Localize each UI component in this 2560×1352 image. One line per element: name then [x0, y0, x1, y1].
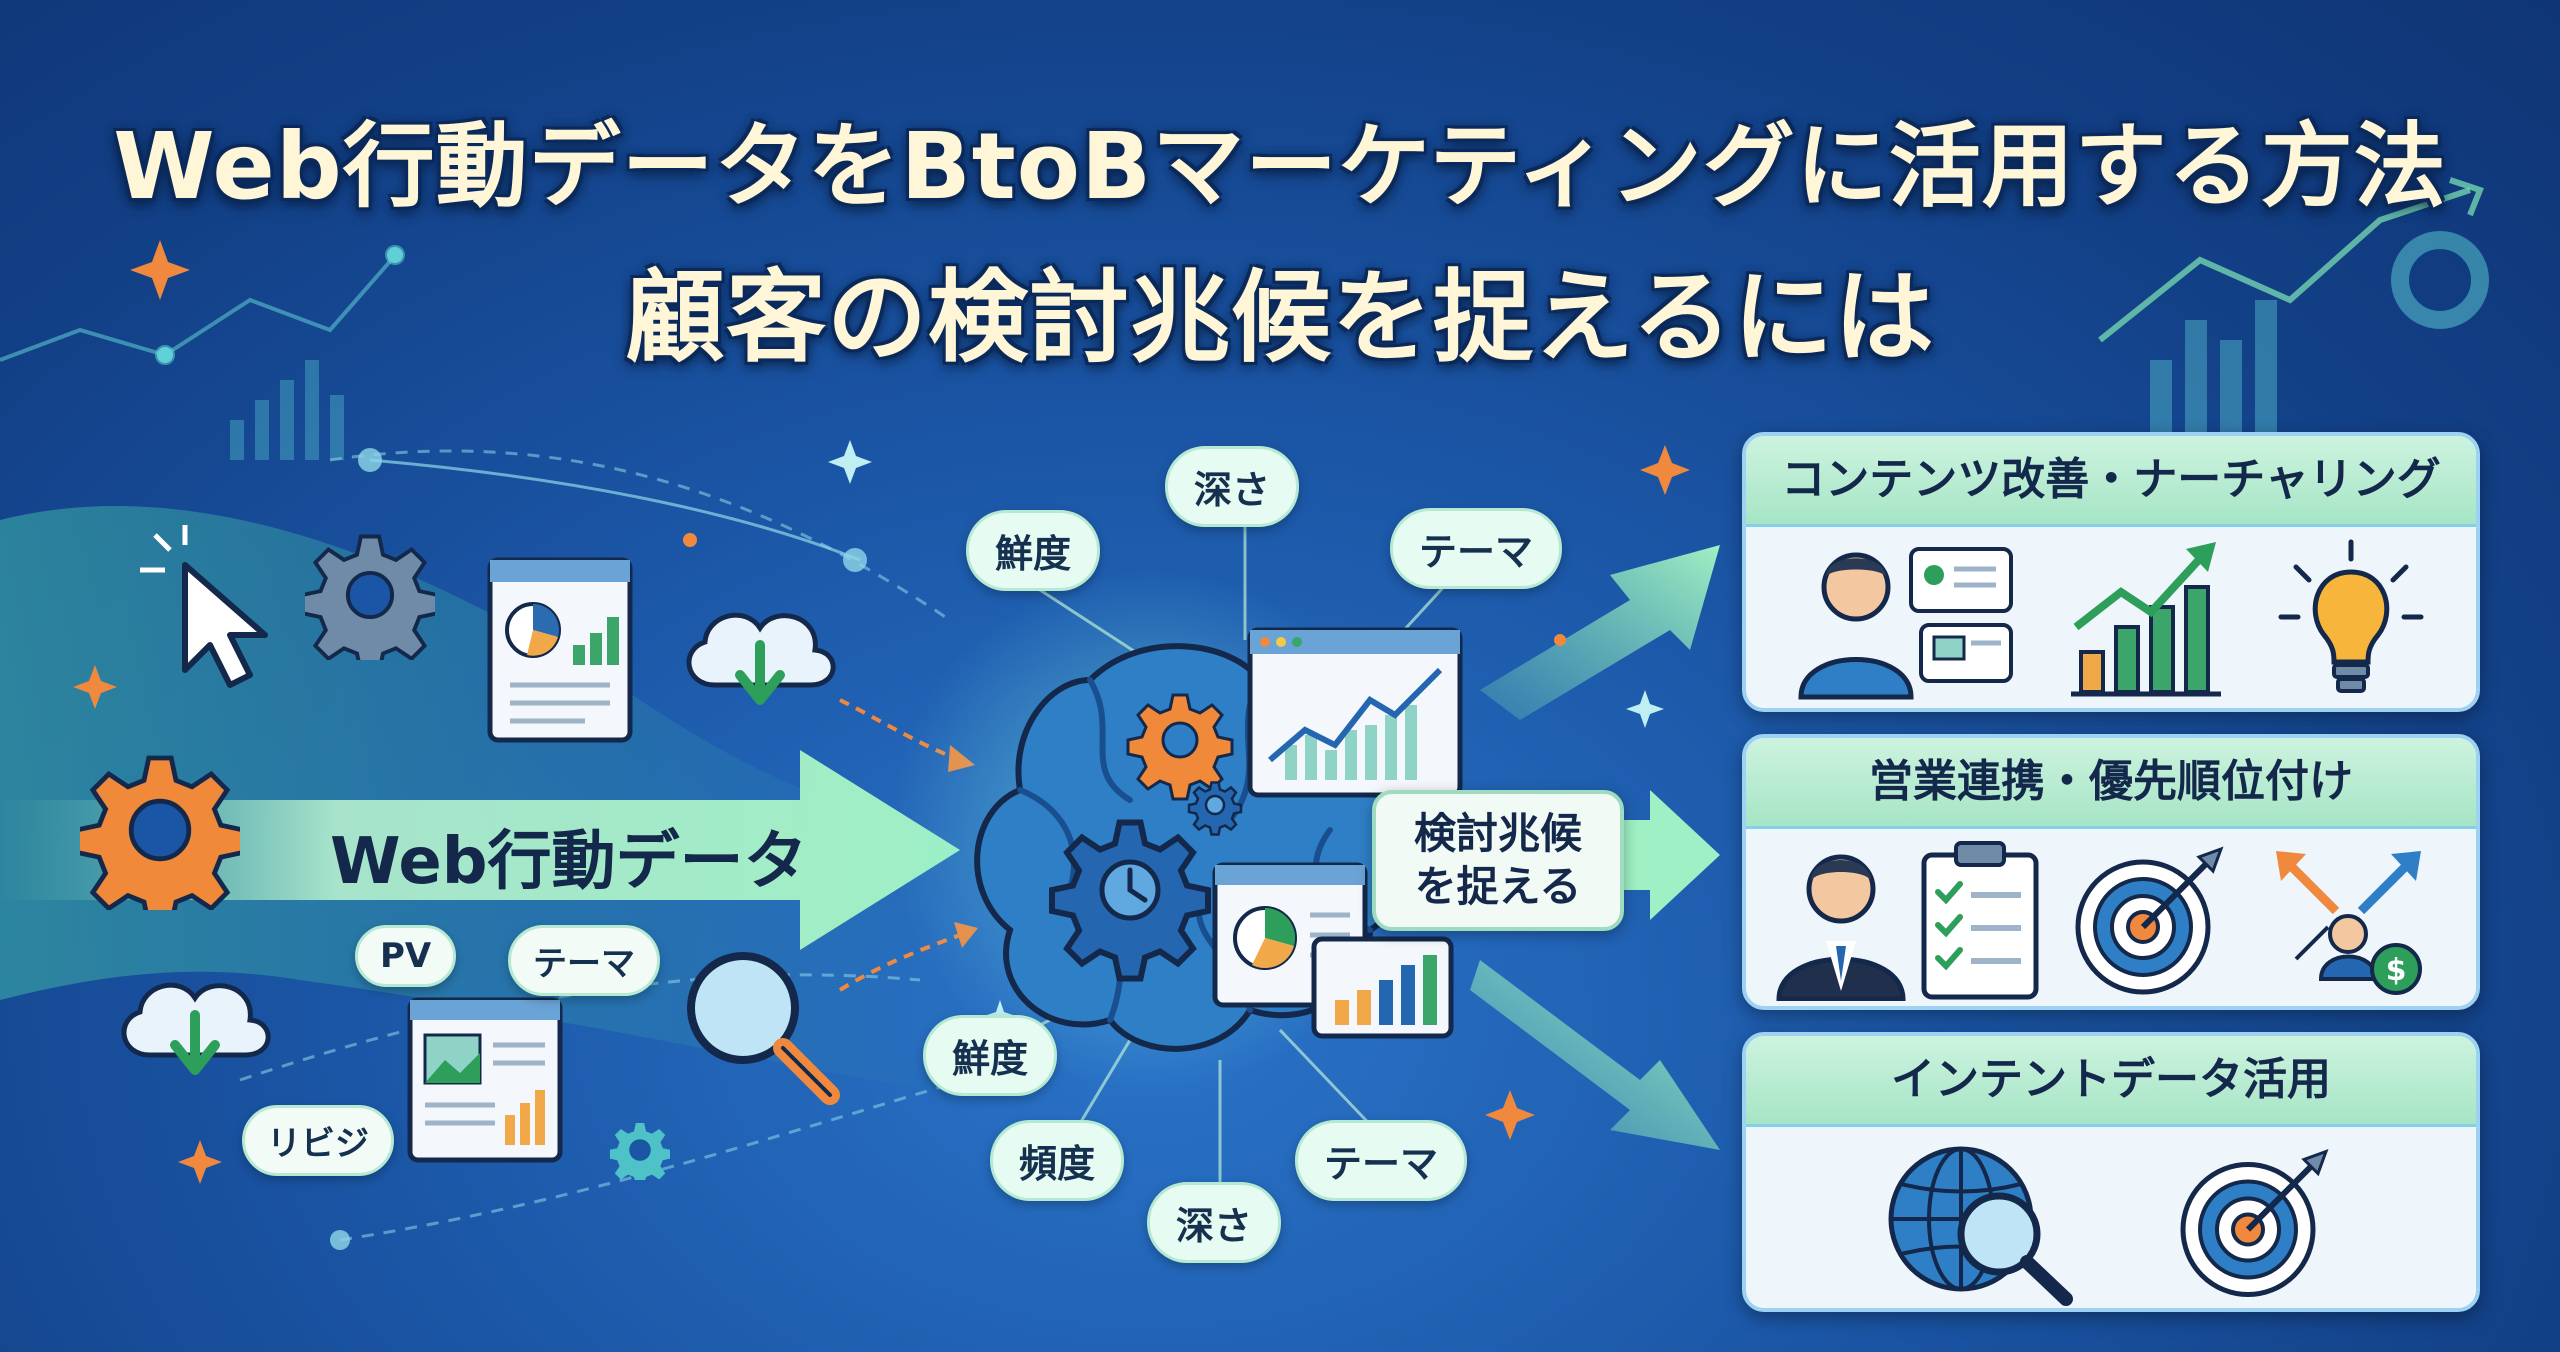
input-flow-arrow	[0, 750, 960, 950]
tag-theme-top: テーマ	[1390, 508, 1563, 589]
bar-report-icon	[1311, 936, 1454, 1039]
report-document-icon	[487, 557, 633, 743]
panel-title: インテントデータ活用	[1746, 1036, 2476, 1127]
bg-linechart-left	[0, 245, 405, 365]
lightbulb-icon	[2278, 539, 2424, 693]
user-profile-icon	[1798, 547, 2013, 700]
center-label-line-2: を捉える	[1414, 861, 1582, 911]
tag-freshness-bottom: 鮮度	[923, 1015, 1058, 1096]
businessman-icon	[1776, 854, 1906, 1001]
gear-icon	[305, 534, 435, 660]
cursor-icon	[140, 525, 268, 688]
tag-depth-bottom: 深さ	[1147, 1182, 1282, 1263]
magnifier-icon	[687, 952, 840, 1105]
globe-search-icon	[1888, 1146, 2073, 1306]
tag-pv: PV	[355, 925, 457, 987]
title-line-1: Web行動データをBtoBマーケティングに活用する方法	[113, 113, 2447, 220]
image-document-icon	[407, 997, 563, 1163]
output-panel-content-nurturing: コンテンツ改善・ナーチャリング	[1742, 432, 2480, 712]
target-icon	[2180, 1148, 2329, 1297]
small-gear-icon	[610, 1123, 670, 1180]
output-arrows	[1470, 545, 1720, 1150]
growth-chart-icon	[2071, 542, 2221, 697]
dashboard-monitor-icon	[1247, 627, 1463, 798]
tag-theme-bottom: テーマ	[1295, 1120, 1468, 1201]
checklist-icon	[1921, 841, 2039, 1000]
tag-depth-top: 深さ	[1165, 446, 1300, 527]
priority-arrows-icon: $	[2276, 851, 2422, 995]
target-icon	[2075, 846, 2224, 995]
center-label: 検討兆候 を捉える	[1372, 790, 1624, 931]
tag-freshness-top: 鮮度	[966, 510, 1101, 591]
panel-title: 営業連携・優先順位付け	[1746, 738, 2476, 829]
tag-frequency-bottom: 頻度	[990, 1120, 1125, 1201]
cloud-download-icon	[686, 612, 836, 705]
bg-linechart-right	[2098, 177, 2484, 343]
tag-theme: テーマ	[508, 925, 660, 996]
output-panel-sales-priority: 営業連携・優先順位付け	[1742, 734, 2480, 1010]
input-arrow-label: Web行動データ	[330, 825, 808, 899]
tag-revisit: リビジ	[242, 1105, 394, 1176]
output-panel-intent-data: インテントデータ活用	[1742, 1032, 2480, 1312]
title-line-2: 顧客の検討兆候を捉えるには	[625, 259, 1935, 376]
center-label-line-1: 検討兆候	[1413, 809, 1582, 858]
orange-gear-icon	[80, 755, 240, 910]
svg-text:$: $	[2386, 953, 2407, 988]
cloud-download-icon-2	[121, 982, 271, 1075]
panel-title: コンテンツ改善・ナーチャリング	[1746, 436, 2476, 527]
